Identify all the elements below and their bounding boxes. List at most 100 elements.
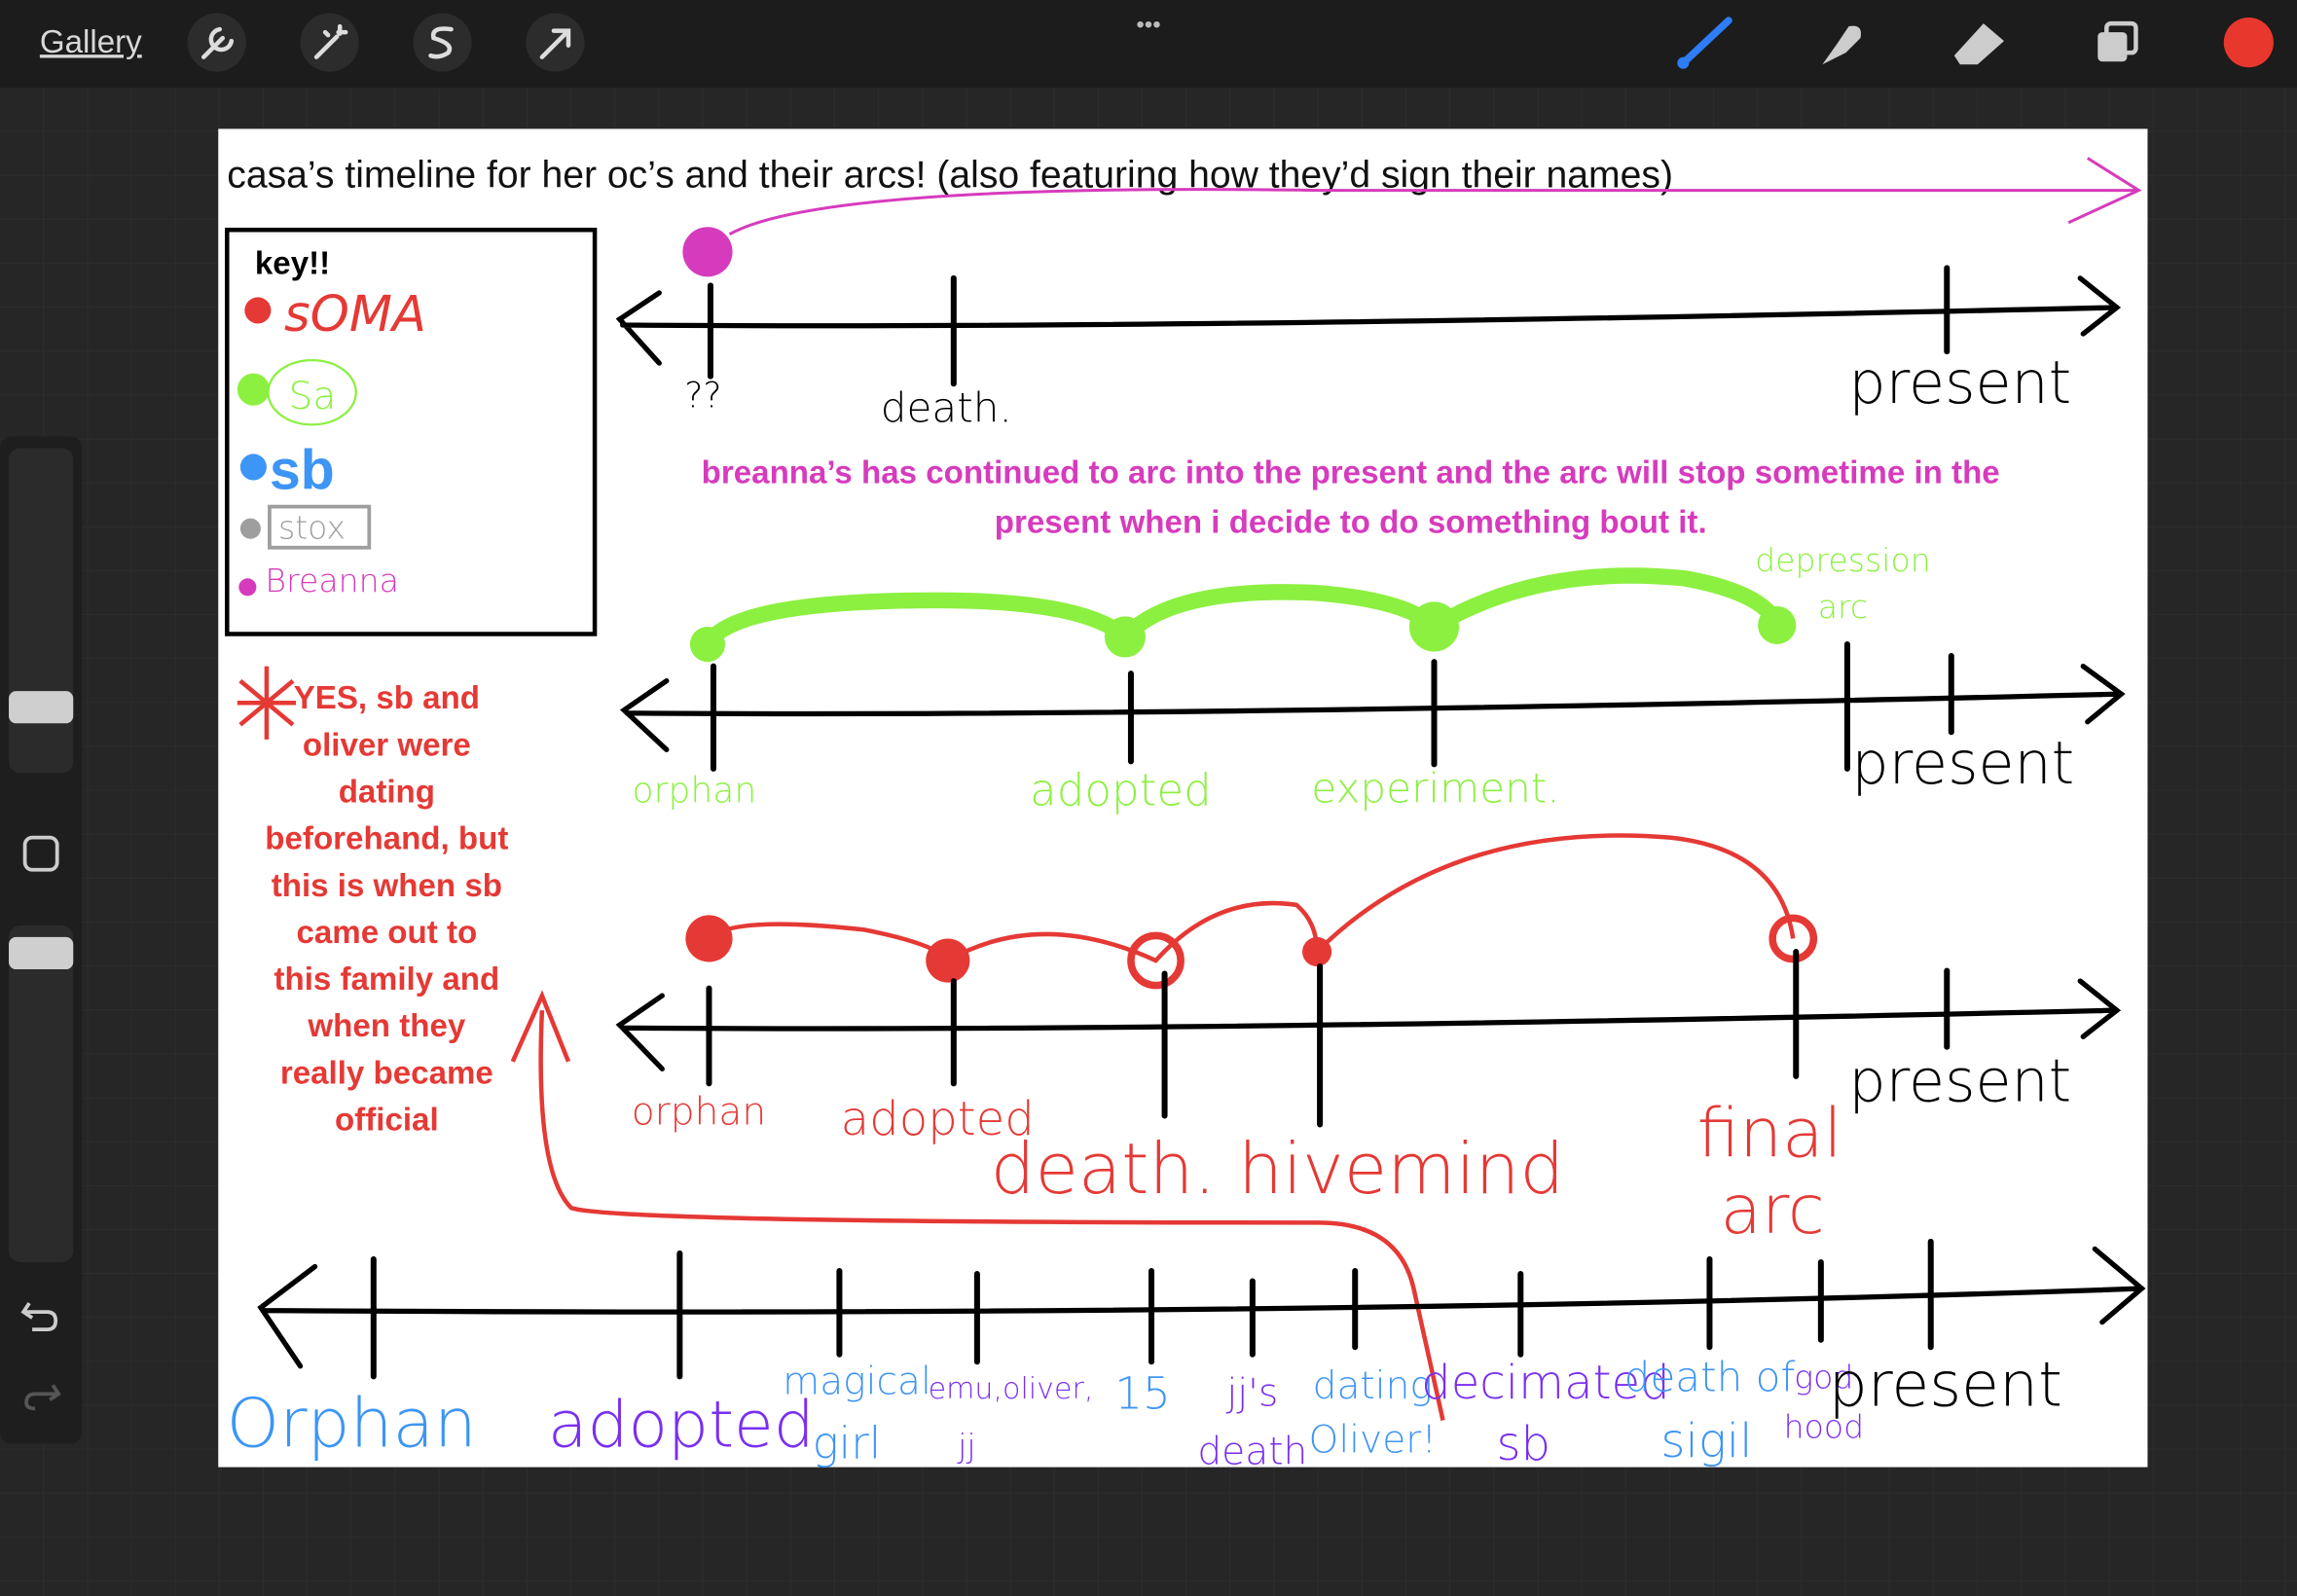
label-orphan: orphan [633, 770, 757, 812]
red-note-line: really became [280, 1055, 493, 1091]
key-heading: key!! [255, 245, 330, 281]
timeline-axis [257, 1246, 2146, 1369]
magic-wand-icon[interactable] [300, 13, 359, 72]
top-toolbar: Gallery ••• [0, 0, 2297, 89]
label-present: present [1851, 730, 2074, 798]
label-present: present [1848, 1047, 2071, 1115]
brush-size-handle[interactable] [9, 691, 74, 724]
red-note: YES, sb and oliver were dating beforehan… [237, 666, 1445, 1421]
breanna-start-dot [682, 227, 733, 277]
soma-timeline: orphan adopted death. hivemind final arc… [615, 833, 2122, 1250]
layers-icon[interactable] [2097, 20, 2138, 62]
label-sigil: sigil [1660, 1414, 1752, 1469]
label-arc: arc [1720, 1172, 1824, 1250]
label-present: present [1848, 349, 2071, 417]
key-dot-sa [237, 373, 270, 406]
asterisk-icon [237, 666, 297, 740]
red-note-line: this is when sb [272, 868, 502, 904]
label-death-of: death of [1624, 1353, 1796, 1400]
label-depression-arc-1: depression [1755, 541, 1931, 579]
color-swatch[interactable] [2223, 18, 2274, 68]
label-emu-oliver: emu,oliver, [929, 1372, 1094, 1406]
arc-dot [1408, 601, 1460, 652]
key-signature-soma: sOMA [284, 286, 426, 344]
brush-icon[interactable] [1677, 17, 1732, 69]
label-magical: magical [783, 1360, 931, 1403]
selection-icon[interactable] [413, 13, 472, 72]
label-girl: girl [813, 1418, 882, 1469]
red-connector-arrow [510, 990, 1445, 1421]
breanna-arc-arrow [728, 157, 2142, 236]
key-dot-sb [239, 453, 267, 481]
label-unknown: ?? [684, 374, 721, 416]
red-note-line: this family and [273, 961, 499, 998]
brush-size-slider[interactable] [9, 448, 74, 774]
red-note-line: dating [339, 775, 435, 811]
key-signature-sa-circle [267, 359, 357, 426]
label-adopted: adopted [1030, 765, 1212, 816]
modify-button[interactable] [22, 835, 59, 872]
undo-icon[interactable] [20, 1302, 58, 1332]
eraser-icon[interactable] [1953, 23, 2004, 65]
soma-arc [707, 833, 1796, 964]
label-15: 15 [1114, 1367, 1170, 1419]
key-signature-stox: stox [278, 509, 346, 547]
label-adopted: adopted [548, 1388, 815, 1463]
timeline-axis [615, 978, 2122, 1071]
wrench-icon[interactable] [187, 13, 246, 72]
red-note-line: official [335, 1103, 439, 1139]
arc-dot [689, 626, 726, 663]
opacity-handle[interactable] [9, 936, 74, 970]
label-jjs: jj's [1225, 1371, 1278, 1415]
label-experiment: experiment. [1311, 765, 1559, 813]
key-dot-soma [244, 297, 272, 324]
key-box: key!! sOMA Sa sb stox Breanna [225, 227, 598, 636]
breanna-note-line1: breanna’s has continued to arc into the … [702, 455, 2000, 491]
red-note-line: YES, sb and [294, 680, 480, 716]
label-oliver: Oliver! [1309, 1419, 1438, 1463]
label-death-hivemind: death. hivemind [991, 1129, 1565, 1211]
label-dating: dating [1313, 1364, 1433, 1408]
green-timeline: orphan adopted experiment. present depre… [619, 541, 2126, 816]
key-dot-breanna [238, 578, 257, 597]
gallery-button[interactable]: Gallery [40, 24, 142, 60]
label-hood: hood [1784, 1408, 1864, 1446]
opacity-slider[interactable] [9, 925, 74, 1262]
label-death: death [1197, 1431, 1307, 1474]
label-orphan: orphan [632, 1091, 766, 1135]
red-note-line: when they [307, 1008, 465, 1044]
red-note-line: oliver were [303, 727, 471, 763]
breanna-note-line2: present when i decide to do something bo… [995, 505, 1707, 541]
label-adopted: adopted [841, 1092, 1035, 1146]
label-decimated: decimated [1421, 1356, 1670, 1410]
more-options-icon[interactable]: ••• [1136, 12, 1160, 38]
arc-dot [1302, 936, 1332, 967]
label-orphan: Orphan [227, 1386, 477, 1464]
redo-icon[interactable] [24, 1384, 61, 1411]
label-sb: sb [1496, 1417, 1550, 1471]
label-jj: jj [957, 1427, 975, 1465]
label-final: final [1697, 1096, 1842, 1174]
key-signature-sa: Sa [289, 375, 337, 418]
key-signature-sb: sb [270, 440, 335, 502]
label-depression-arc-2: arc [1818, 588, 1868, 626]
red-note-line: beforehand, but [265, 821, 508, 857]
timeline-axis [615, 275, 2122, 366]
key-dot-stox [239, 518, 261, 539]
drawing-canvas[interactable]: casa’s timeline for her oc’s and their a… [218, 128, 2148, 1474]
arc-dot [685, 915, 733, 962]
left-sidebar [0, 436, 83, 1444]
label-death: death. [881, 383, 1012, 431]
sb-timeline: Orphan adopted magical girl emu,oliver, … [227, 1238, 2146, 1474]
transform-arrow-icon[interactable] [526, 13, 585, 72]
label-present: present [1829, 1348, 2062, 1420]
arc-dot [1127, 931, 1185, 990]
breanna-timeline: ?? death. present breanna’s has continue… [615, 157, 2142, 541]
red-note-line: came out to [296, 915, 477, 951]
arc-dot [1758, 605, 1797, 645]
label-god: god [1794, 1358, 1853, 1396]
key-signature-breanna: Breanna [265, 562, 398, 599]
smudge-icon[interactable] [1822, 25, 1861, 65]
arc-dot [1104, 616, 1146, 658]
